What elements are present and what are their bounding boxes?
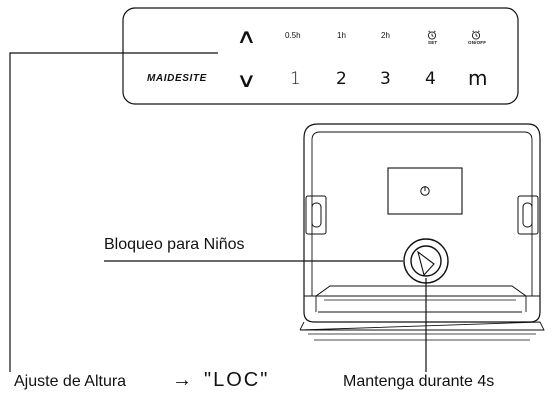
alarm-onoff-icon bbox=[471, 30, 481, 40]
control-box bbox=[299, 123, 545, 341]
hold-duration-label: Mantenga durante 4s bbox=[343, 373, 495, 390]
down-key[interactable]: ∨ bbox=[236, 70, 257, 92]
height-adjust-label: Ajuste de Altura bbox=[14, 373, 127, 390]
memory-key-2[interactable]: 2 bbox=[336, 69, 347, 89]
power-lock-icon bbox=[403, 238, 449, 284]
alarm-set-icon bbox=[427, 30, 437, 40]
memory-key-1[interactable]: 1 bbox=[290, 69, 301, 89]
alarm-set-label[interactable]: SET bbox=[428, 40, 438, 45]
power-icon bbox=[420, 186, 430, 196]
alarm-onoff-label[interactable]: ON/OFF bbox=[468, 40, 487, 45]
memory-key-4[interactable]: 4 bbox=[425, 69, 436, 89]
up-key[interactable]: ∧ bbox=[236, 26, 257, 48]
memory-key-3[interactable]: 3 bbox=[380, 69, 391, 89]
leader-lines bbox=[9, 52, 427, 372]
timer-key-0-5h[interactable]: 0.5h bbox=[285, 31, 301, 40]
m-key[interactable]: m bbox=[468, 66, 488, 90]
child-lock-label: Bloqueo para Niños bbox=[104, 236, 245, 253]
timer-key-2h[interactable]: 2h bbox=[381, 31, 390, 40]
timer-key-1h[interactable]: 1h bbox=[337, 31, 346, 40]
arrow-icon: → bbox=[172, 369, 192, 391]
keypad-panel bbox=[122, 7, 519, 105]
loc-code: "LOC" bbox=[204, 369, 270, 391]
brand-logo: MAIDESITE bbox=[147, 73, 207, 84]
